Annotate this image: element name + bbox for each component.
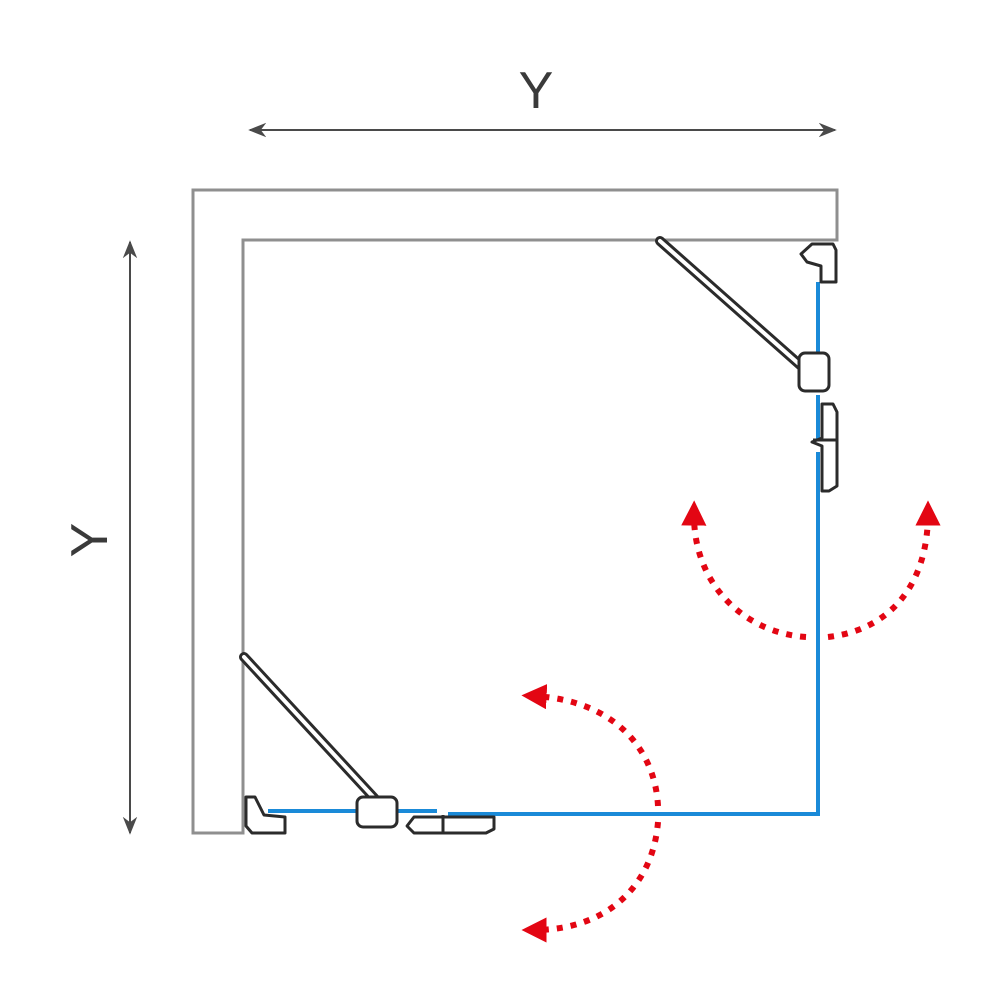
swing-arrow-right-down bbox=[827, 500, 941, 640]
swing-arrow-bottom-up bbox=[521, 684, 661, 807]
top-dimension-label: Y bbox=[519, 62, 554, 120]
hinge-top-right bbox=[797, 351, 831, 393]
door-handle-bottom bbox=[405, 815, 496, 835]
fixed-panel-top-right bbox=[655, 236, 813, 377]
top-dimension: Y bbox=[248, 62, 837, 138]
left-dimension-label: Y bbox=[61, 523, 119, 558]
glass-doors bbox=[268, 282, 820, 816]
hinge-bottom bbox=[355, 795, 399, 829]
wall-profile-bottom-left bbox=[244, 795, 287, 835]
swing-arrows bbox=[521, 500, 941, 943]
corner-glass bbox=[448, 452, 820, 816]
wall-outline bbox=[191, 188, 839, 835]
fixed-panel-bottom-left bbox=[239, 652, 382, 806]
left-dimension: Y bbox=[61, 240, 138, 835]
door-handle-right bbox=[810, 402, 839, 493]
swing-arrow-bottom-down bbox=[521, 821, 661, 943]
wall-profile-top-right bbox=[799, 242, 838, 284]
swing-arrow-right-up bbox=[681, 500, 807, 640]
